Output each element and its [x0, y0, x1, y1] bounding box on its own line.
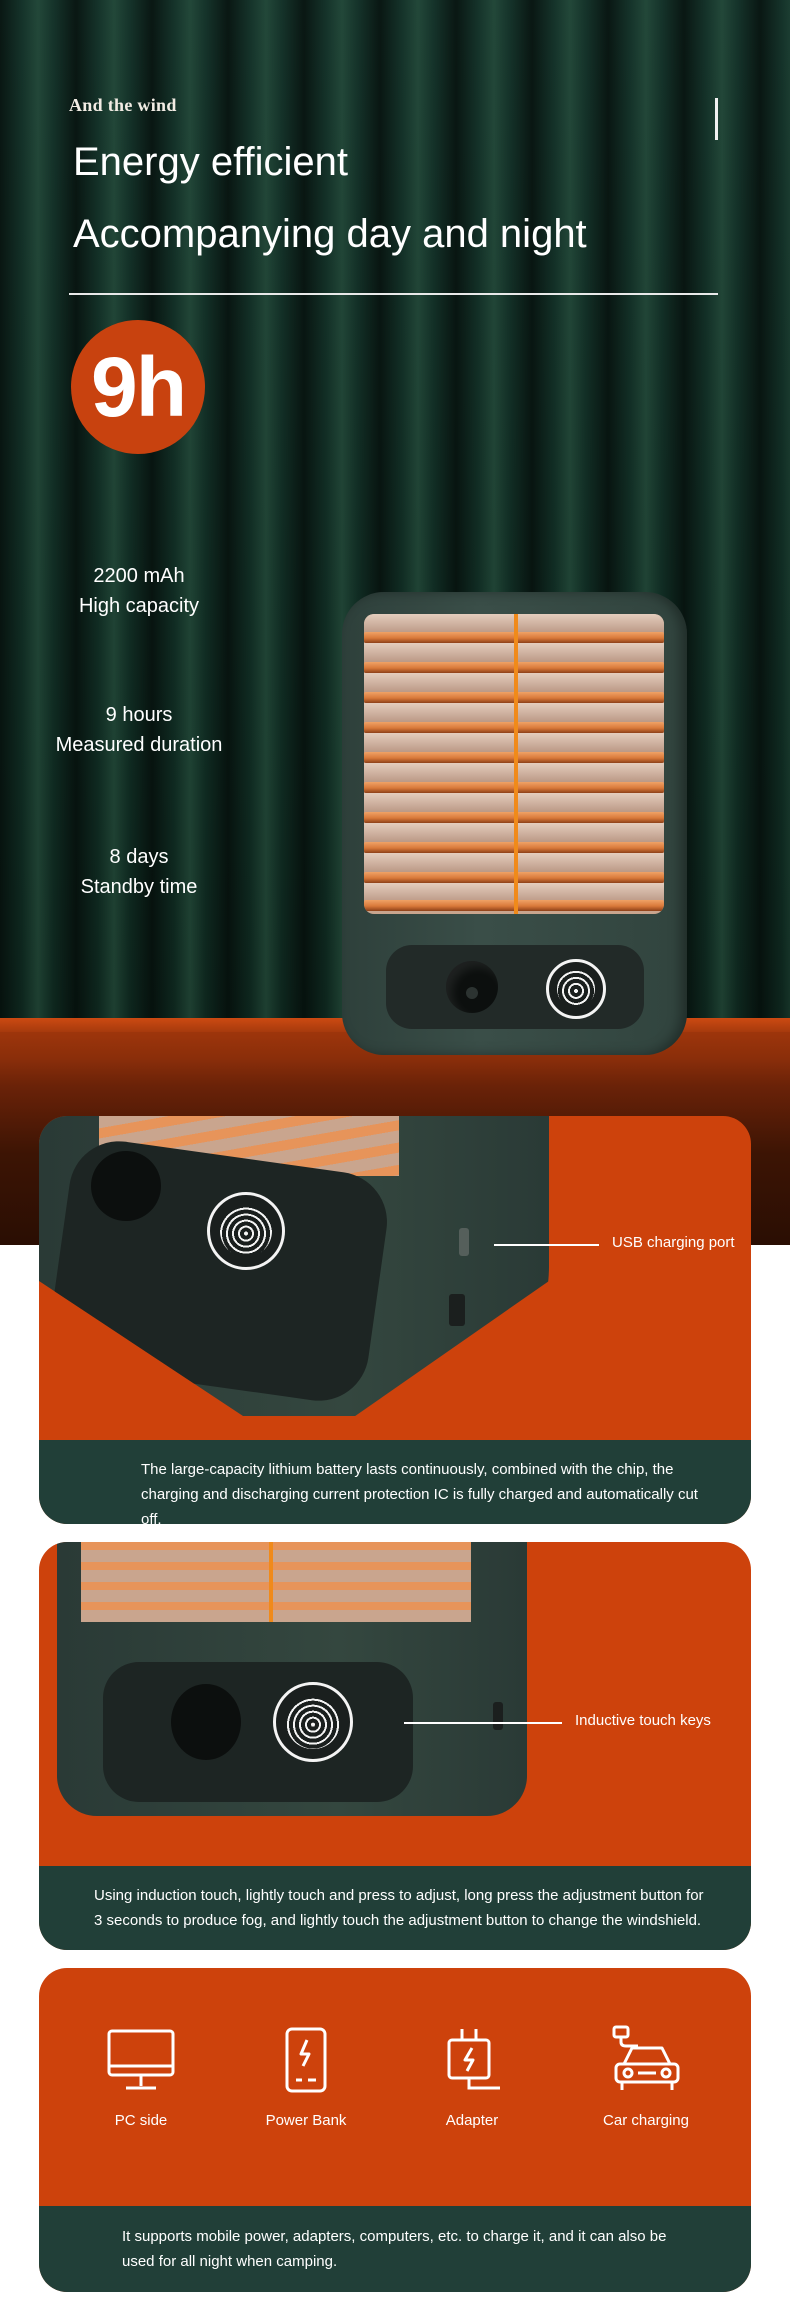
hero-divider — [69, 293, 718, 295]
charging-description: It supports mobile power, adapters, comp… — [122, 2228, 667, 2270]
hero-title-line2: Accompanying day and night — [73, 212, 587, 256]
spec-value: 8 days — [109, 846, 169, 868]
spec-label: High capacity — [78, 595, 200, 617]
monitor-icon — [107, 2029, 175, 2090]
touch-keys-closeup — [57, 1542, 527, 1816]
fingerprint-touch-icon — [207, 1192, 285, 1270]
mist-nozzle — [446, 961, 498, 1013]
usb-port-closeup — [39, 1116, 549, 1416]
charge-option-pc: PC side — [61, 2028, 221, 2129]
side-switch — [493, 1702, 503, 1730]
usb-callout-line — [494, 1244, 599, 1246]
charging-options-card: PC side Power Bank Adapter — [39, 1968, 751, 2292]
fingerprint-touch-icon — [546, 959, 606, 1019]
fan-control-panel — [386, 945, 644, 1029]
hero-kicker: And the wind — [69, 95, 177, 115]
feature-card-touch: Inductive touch keys Using induction tou… — [39, 1542, 751, 1950]
spec-value: 9 hours — [105, 704, 173, 726]
spec-value: 2200 mAh — [93, 565, 185, 587]
spec-capacity: 2200 mAh High capacity — [19, 561, 259, 621]
fingerprint-touch-icon — [273, 1682, 353, 1762]
car-icon — [612, 2025, 680, 2090]
fan-grill — [364, 614, 664, 914]
fan-product-image — [342, 592, 687, 1055]
touch-callout-label: Inductive touch keys — [575, 1712, 711, 1729]
charge-option-label: Car charging — [603, 2112, 689, 2129]
power-bank-icon — [285, 2027, 327, 2093]
hero-accent-bar — [715, 98, 718, 140]
runtime-badge: 9h — [71, 320, 205, 454]
spec-label: Standby time — [80, 876, 198, 898]
usb-callout-label: USB charging port — [612, 1234, 735, 1251]
hero-title-line1: Energy efficient — [73, 140, 348, 184]
charge-option-power-bank: Power Bank — [226, 2026, 386, 2129]
touch-callout-line — [404, 1722, 562, 1724]
charge-option-label: Power Bank — [265, 2112, 347, 2129]
usb-description: The large-capacity lithium battery lasts… — [141, 1461, 698, 1524]
adapter-icon — [447, 2029, 500, 2090]
spec-duration: 9 hours Measured duration — [19, 700, 259, 760]
feature-card-usb: USB charging port The large-capacity lit… — [39, 1116, 751, 1524]
charging-description-panel: It supports mobile power, adapters, comp… — [39, 2206, 751, 2292]
charge-option-adapter: Adapter — [392, 2026, 552, 2129]
charge-option-label: Adapter — [445, 2112, 499, 2129]
spec-label: Measured duration — [55, 734, 223, 756]
touch-description: Using induction touch, lightly touch and… — [94, 1887, 704, 1929]
usb-description-panel: The large-capacity lithium battery lasts… — [39, 1440, 751, 1524]
charge-option-car: Car charging — [566, 2024, 726, 2129]
touch-description-panel: Using induction touch, lightly touch and… — [39, 1866, 751, 1950]
spec-standby: 8 days Standby time — [19, 842, 259, 902]
side-switch — [449, 1294, 465, 1326]
charge-option-label: PC side — [114, 2112, 168, 2129]
hero-section: And the wind Energy efficient Accompanyi… — [0, 0, 790, 1245]
usb-port — [459, 1228, 469, 1256]
